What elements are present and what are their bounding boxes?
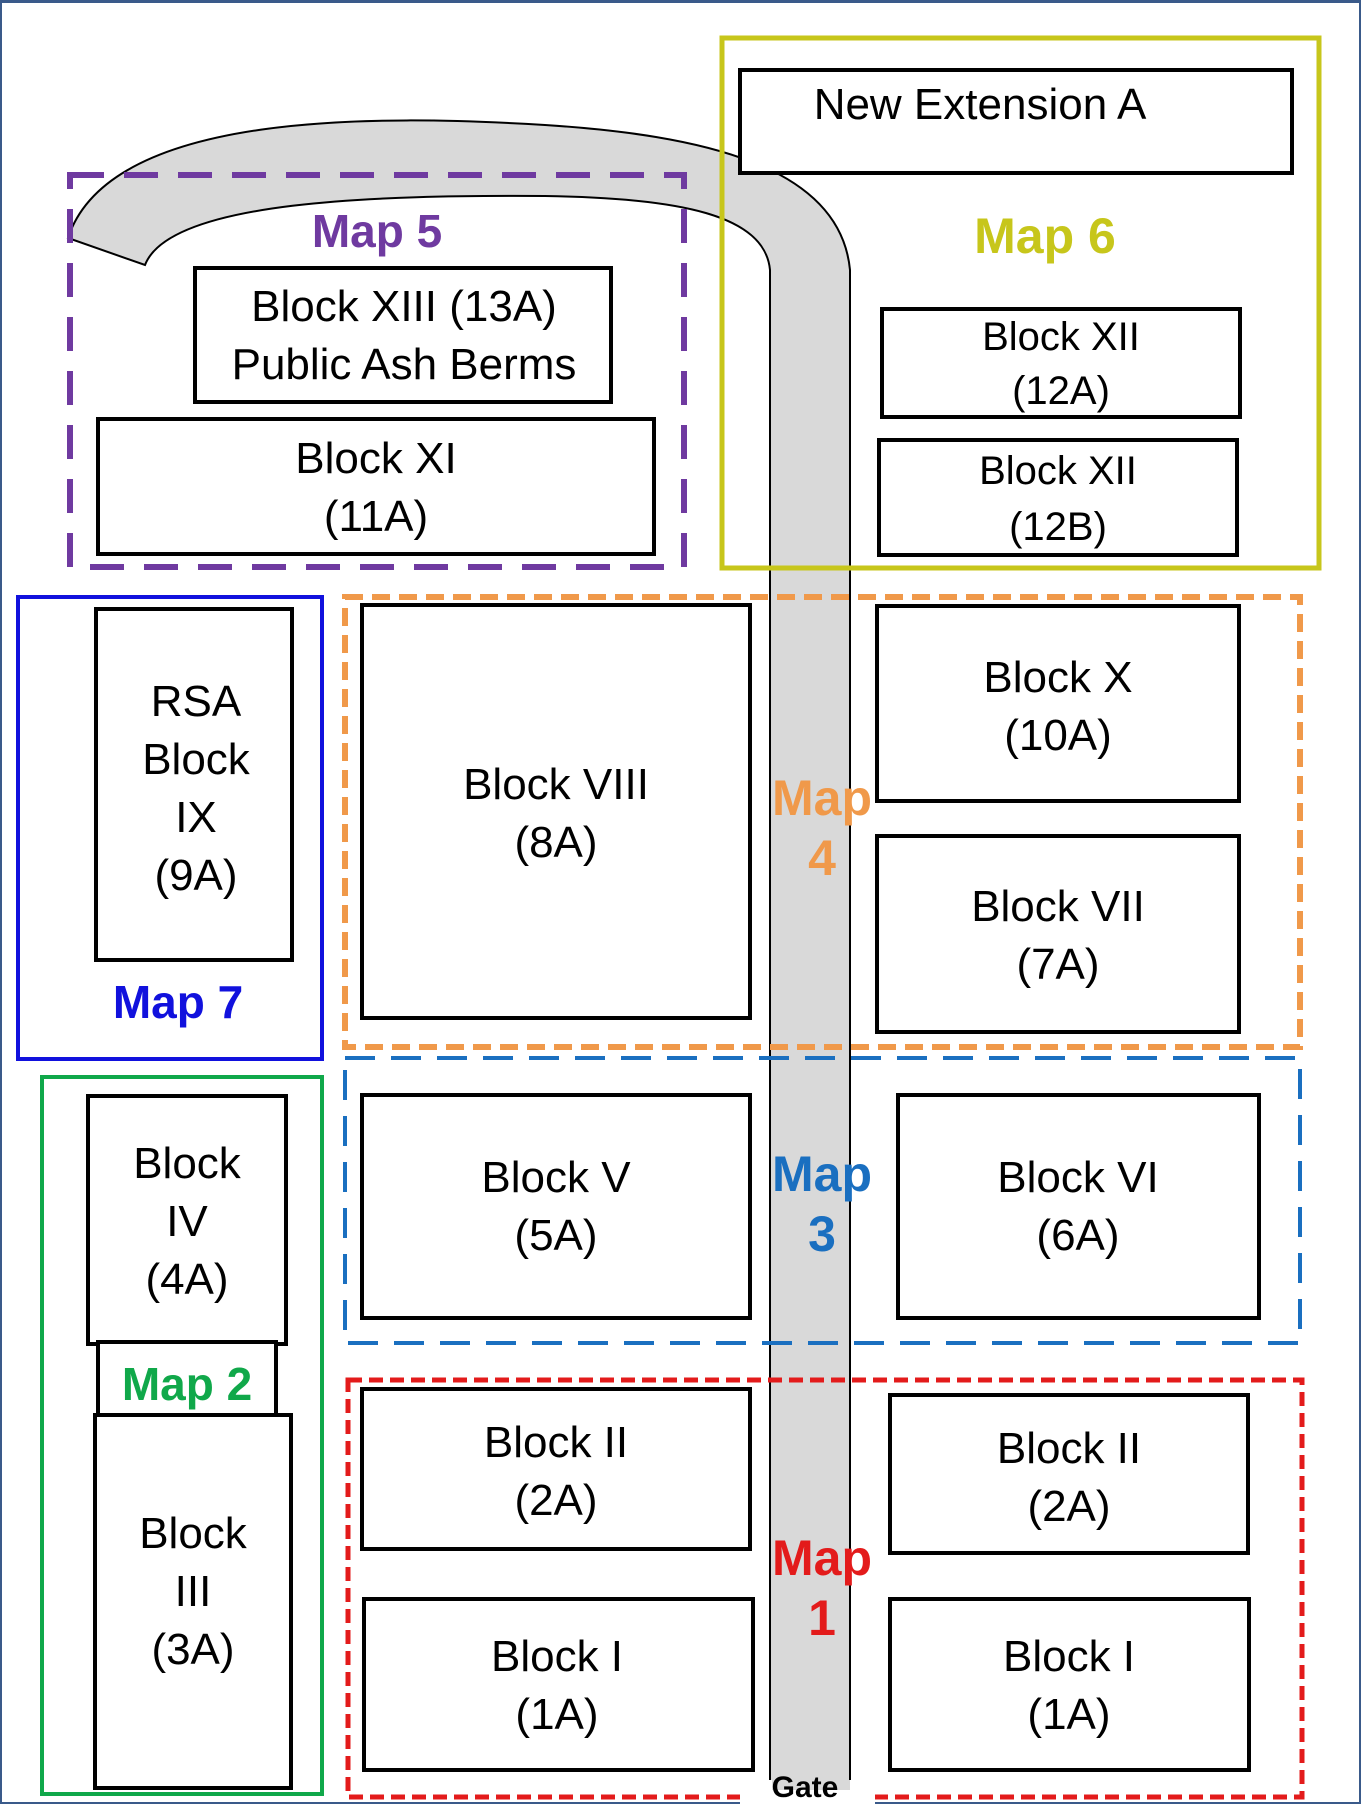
label-2a-left: Block II(2A)	[483, 1418, 629, 1525]
map-5-outline	[67, 172, 687, 570]
map-7-outline	[16, 595, 324, 1061]
label-12b: Block XII(12B)	[979, 449, 1137, 549]
label-10a: Block X(10A)	[983, 653, 1133, 760]
gate-label: Gate	[771, 1771, 839, 1804]
block-11a	[96, 417, 656, 556]
label-new-extension-a: New Extension A	[813, 80, 1147, 129]
block-2a-left	[360, 1387, 752, 1551]
map-2-outline	[40, 1075, 324, 1796]
label-1a-left: Block I(1A)	[490, 1632, 624, 1739]
map-2-label: Map 2	[121, 1358, 253, 1410]
block-4a	[86, 1094, 288, 1346]
map-7-label: Map 7	[112, 976, 244, 1028]
block-9a	[94, 607, 294, 962]
block-1a-right	[888, 1597, 1251, 1772]
map-3-outline	[343, 1056, 1302, 1345]
block-1a-left	[362, 1597, 755, 1772]
block-12b	[877, 438, 1239, 557]
block-2a-right	[888, 1393, 1250, 1555]
label-13a: Block XIII (13A)Public Ash Berms	[231, 282, 577, 389]
block-6a	[896, 1093, 1261, 1320]
access-road-arch	[66, 119, 851, 1804]
block-13a	[193, 266, 613, 404]
map-6-label: Map 6	[974, 208, 1116, 264]
label-6a: Block VI(6A)	[997, 1153, 1159, 1260]
label-2a-right: Block II(2A)	[996, 1424, 1142, 1531]
block-3a	[93, 1413, 293, 1790]
block-12a	[880, 307, 1242, 419]
block-new-extension-a	[738, 68, 1294, 175]
label-11a: Block XI(11A)	[295, 434, 457, 541]
map-5-label: Map 5	[311, 205, 443, 257]
map-6-outline	[719, 35, 1322, 571]
label-7a: Block VII(7A)	[971, 882, 1145, 989]
block-7a	[875, 834, 1241, 1034]
label-12a: Block XII(12A)	[982, 315, 1140, 413]
label-1a-right: Block I(1A)	[1002, 1632, 1136, 1739]
label-8a: Block VIII(8A)	[463, 760, 649, 867]
block-10a	[875, 604, 1241, 803]
block-8a	[360, 603, 752, 1020]
block-5a	[360, 1093, 752, 1320]
label-5a: Block V(5A)	[481, 1153, 631, 1260]
road-at-gate	[772, 1780, 850, 1790]
